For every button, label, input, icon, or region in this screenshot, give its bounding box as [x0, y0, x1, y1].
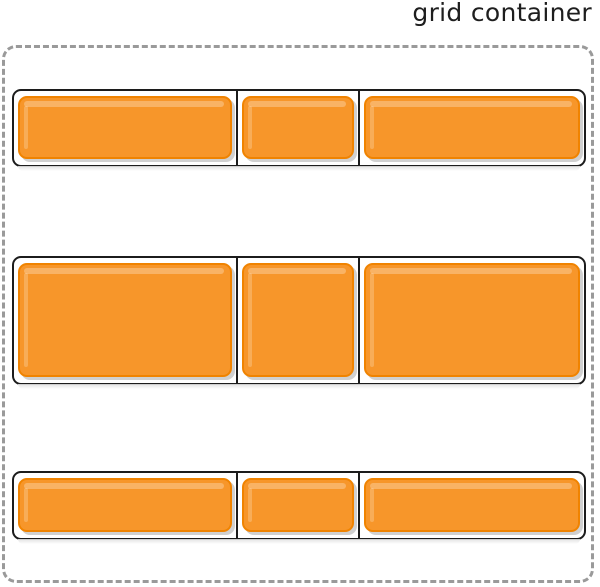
grid-item: [18, 96, 232, 159]
grid-cell: [358, 91, 584, 165]
grid-row-2: [12, 256, 586, 389]
grid-cell: [358, 473, 584, 538]
grid-item: [242, 96, 354, 159]
grid-cell: [14, 91, 236, 165]
grid-row-1: [12, 89, 586, 171]
grid-cell: [14, 258, 236, 383]
grid-container-label: grid container: [412, 0, 592, 27]
grid-cell: [14, 473, 236, 538]
grid-item: [242, 478, 354, 532]
grid-cell: [236, 258, 358, 383]
grid-cell: [358, 258, 584, 383]
grid-item: [18, 263, 232, 377]
grid-row-3: [12, 471, 586, 544]
grid-cell: [236, 473, 358, 538]
grid-item: [364, 96, 580, 159]
grid-item: [242, 263, 354, 377]
grid-item: [364, 478, 580, 532]
grid-item: [364, 263, 580, 377]
grid-cell: [236, 91, 358, 165]
grid-container: [2, 45, 594, 583]
grid-item: [18, 478, 232, 532]
